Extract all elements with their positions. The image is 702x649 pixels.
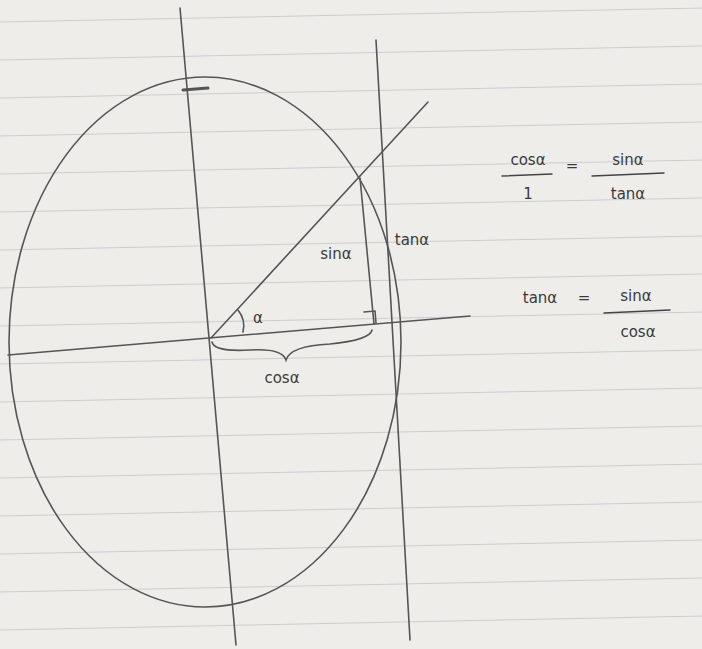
formula-term: =: [566, 159, 579, 174]
unit-circle: [9, 77, 401, 607]
figure-label: sinα: [320, 247, 351, 262]
formula-term: =: [578, 291, 591, 306]
notebook-lines: [0, 8, 702, 630]
angle-ray: [211, 102, 428, 338]
x-axis: [8, 316, 470, 355]
formula-term: sinα: [620, 289, 651, 304]
figure-label: tanα: [395, 233, 429, 248]
cos-brace: [212, 330, 372, 360]
right-angle-mark: [364, 311, 376, 323]
formula-term: cosα: [620, 325, 655, 340]
formula-term: 1: [523, 187, 533, 202]
fraction-bars: [502, 173, 670, 313]
tangent-line: [376, 40, 410, 640]
angle-arc: [238, 310, 244, 332]
tick-mark: [183, 88, 208, 90]
formula-term: tanα: [611, 187, 645, 202]
y-axis: [180, 8, 236, 645]
pencil-drawing: [8, 8, 470, 645]
figure-label: cosα: [264, 371, 299, 386]
formula-term: tanα: [523, 291, 557, 306]
formula-term: sinα: [612, 153, 643, 168]
formula-term: cosα: [510, 153, 545, 168]
sine-segment: [360, 178, 374, 324]
figure-label: α: [253, 311, 263, 326]
